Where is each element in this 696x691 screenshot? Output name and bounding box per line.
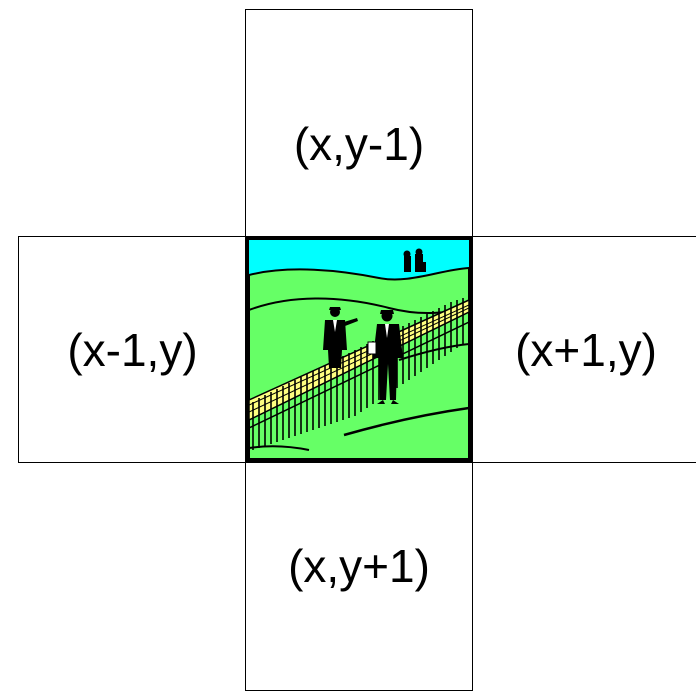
cell-label-left: (x-1,y)	[67, 323, 198, 376]
businessmen-fence-clipart	[249, 240, 469, 459]
neighbor-cell-left: (x-1,y)	[18, 236, 247, 463]
neighbor-cell-top: (x,y-1)	[245, 9, 473, 238]
center-cell	[245, 236, 473, 463]
businessman-left-icon	[323, 307, 358, 368]
distant-figures-icon	[403, 248, 426, 272]
front-hill-2	[249, 445, 310, 451]
cell-label-right: (x+1,y)	[515, 323, 657, 376]
cell-label-bottom: (x,y+1)	[288, 540, 430, 592]
picket-fence-icon	[249, 298, 469, 450]
neighbor-cell-bottom: (x,y+1)	[245, 461, 473, 691]
front-hill	[343, 406, 469, 437]
businessman-right-icon	[367, 310, 403, 404]
mid-hill-line	[398, 343, 469, 361]
neighbor-cell-right: (x+1,y)	[471, 236, 696, 463]
cell-label-top: (x,y-1)	[293, 117, 425, 170]
